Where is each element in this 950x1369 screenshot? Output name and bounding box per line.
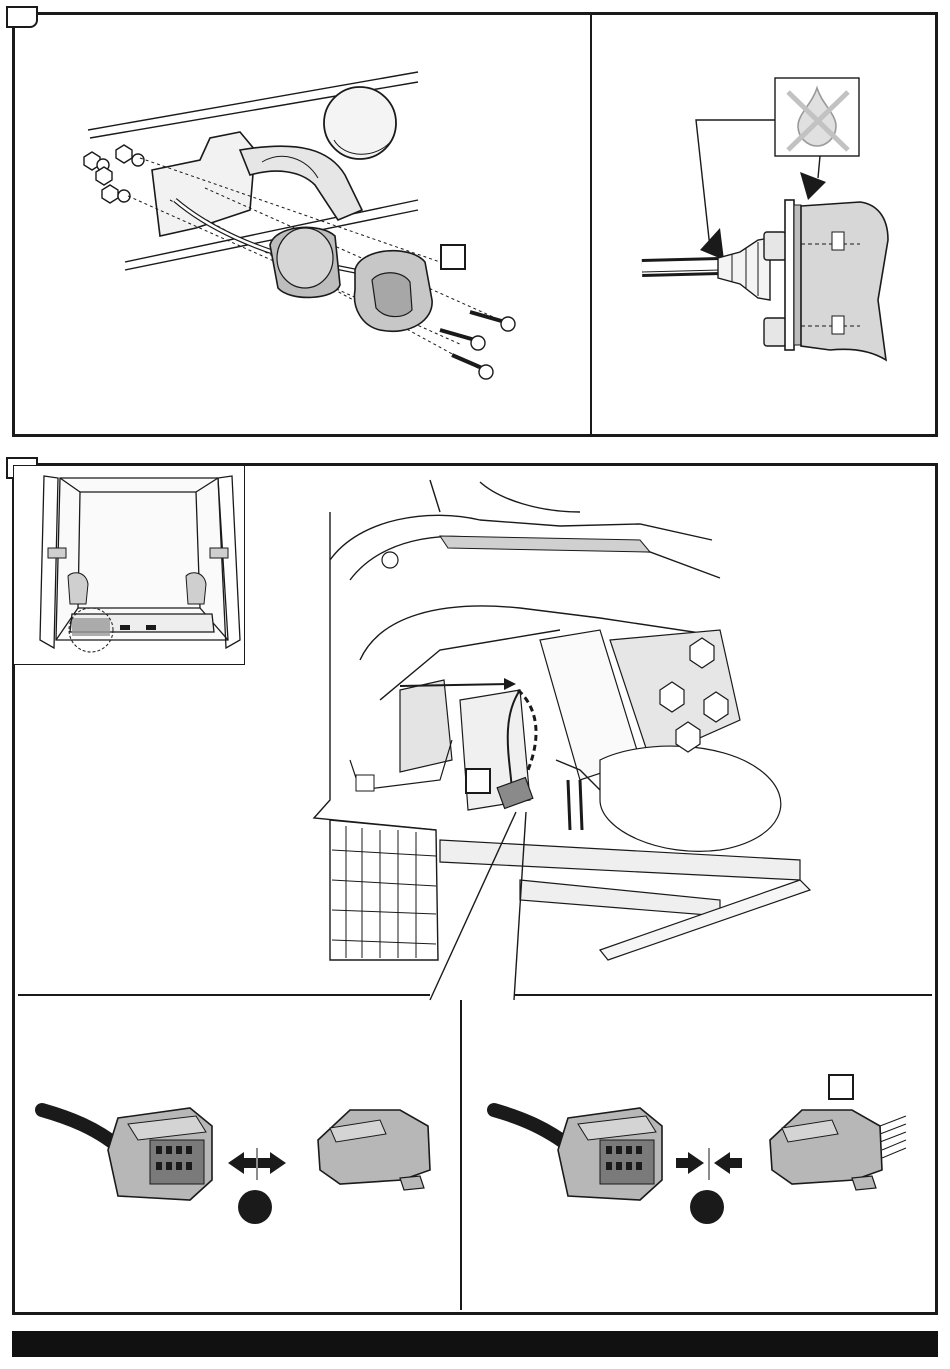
filled-circle-icon xyxy=(690,1190,724,1224)
female-plug-right xyxy=(558,1108,662,1200)
footer-bar xyxy=(12,1331,938,1357)
double-arrow-together-icon xyxy=(676,1148,742,1180)
marker-box-plug xyxy=(828,1074,854,1100)
male-plug-right-with-wires xyxy=(770,1110,906,1190)
